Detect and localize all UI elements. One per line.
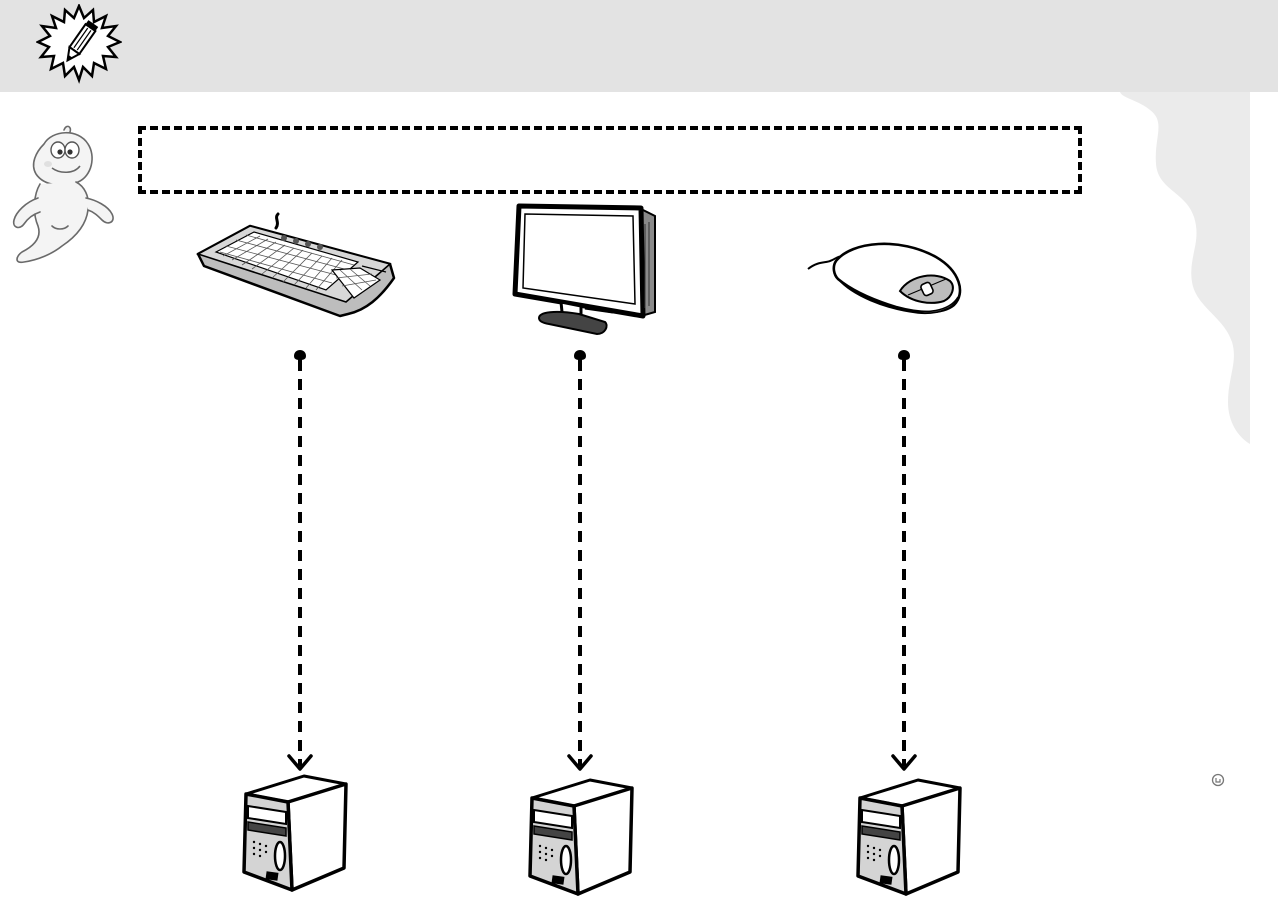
monitor-icon: [512, 203, 656, 336]
header-band: [0, 0, 1278, 92]
answer-box[interactable]: [138, 126, 1082, 194]
pencil-burst-icon: [36, 4, 122, 84]
computer-tower-icon: [242, 774, 348, 892]
computer-tower-icon: [856, 778, 962, 896]
page-mark-icon: [1211, 773, 1225, 787]
connector-arrow: [567, 350, 593, 771]
ghost-mascot-icon: [12, 125, 114, 264]
mouse-icon: [807, 242, 962, 315]
computer-tower-icon: [528, 778, 634, 896]
connector-arrow: [891, 350, 917, 771]
decorative-shape: [1120, 92, 1250, 444]
connector-arrow: [287, 350, 313, 771]
keyboard-icon: [195, 212, 396, 318]
